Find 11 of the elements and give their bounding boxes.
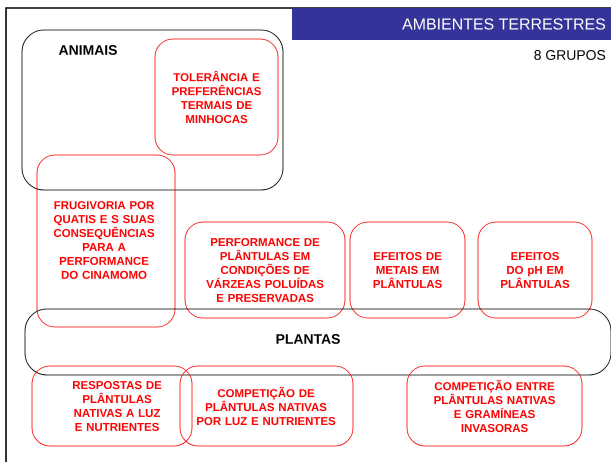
topic-box: COMPETIÇÃO DE PLÂNTULAS NATIVAS POR LUZ E NUTRIENTES — [180, 366, 354, 446]
topic-box: COMPETIÇÃO ENTRE PLÂNTULAS NATIVAS E GRAMÍNEAS INVASORAS — [406, 366, 582, 446]
topic-box: RESPOSTAS DE PLÂNTULAS NATIVAS A LUZ E NUTRIENTES — [32, 366, 192, 446]
topic-box: TOLERÂNCIA E PREFERÊNCIAS TERMAIS DE MINHOCAS — [154, 38, 278, 156]
group-box: PLANTAS — [24, 308, 611, 376]
topic-box: PERFORMANCE DE PLÂNTULAS EM CONDIÇÕES DE VÁRZEAS POLUÍDAS E PRESERVADAS — [184, 222, 346, 318]
subtitle: 8 GRUPOS — [534, 50, 606, 60]
topic-box: FRUGIVORIA POR QUATIS E S SUAS CONSEQUÊNCIAS PARA A PERFORMANCE DO CINAMOMO — [36, 154, 176, 328]
topic-box: EFEITOS DO pH EM PLÂNTULAS — [478, 222, 592, 318]
title-bar: AMBIENTES TERRESTRES — [292, 8, 611, 40]
topic-box: EFEITOS DE METAIS EM PLÂNTULAS — [350, 222, 466, 318]
